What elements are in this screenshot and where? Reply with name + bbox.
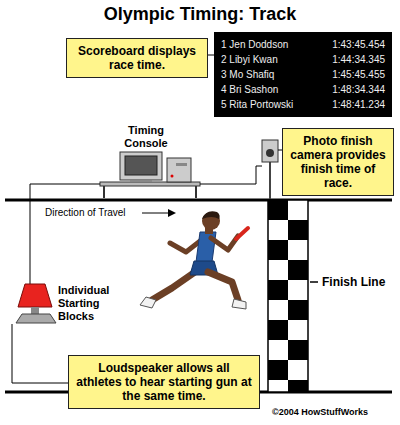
loudspeaker <box>18 284 52 307</box>
scoreboard-entry: 1:43:45.454 <box>332 37 385 52</box>
callout-box: Loudspeaker allows all athletes to hear … <box>68 355 260 409</box>
scoreboard-entry: 3 Mo Shafiq <box>221 67 293 82</box>
photo-finish-camera <box>262 140 278 199</box>
callout-text: Photo finish camera provides finish time… <box>289 134 387 190</box>
part-label: Individual Starting Blocks <box>58 284 132 323</box>
part-label: Finish Line <box>322 275 385 289</box>
leader-line <box>310 281 318 283</box>
track-line <box>5 199 392 202</box>
starting-block <box>16 307 56 323</box>
callout-box: Photo finish camera provides finish time… <box>282 128 394 196</box>
timing-console <box>100 152 200 198</box>
scoreboard-entry: 1:48:34.344 <box>332 82 385 97</box>
leader-line <box>12 324 68 383</box>
callout-box: Scoreboard displays race time. <box>66 38 208 78</box>
scoreboard-display: 1 Jen Doddson 1:43:45.454 2 Libyi Kwan 1:44… <box>214 32 392 117</box>
wire <box>30 184 100 284</box>
callout-text: Scoreboard displays race time. <box>73 44 201 72</box>
label-text: ©2004 HowStuffWorks <box>272 407 368 417</box>
finish-line-band <box>268 200 308 392</box>
wire <box>200 166 262 184</box>
label-text: Timing Console <box>124 124 167 149</box>
part-label: Timing Console <box>110 124 182 150</box>
direction-arrow <box>168 209 176 217</box>
title-text: Olympic Timing: Track <box>104 4 297 24</box>
diagram-title: Olympic Timing: Track <box>0 3 400 25</box>
direction-arrow <box>142 213 170 214</box>
callout-text: Loudspeaker allows all athletes to hear … <box>75 361 253 403</box>
scoreboard-entry: 1:44:34.345 <box>332 52 385 67</box>
scoreboard-entry: 4 Bri Sashon <box>221 82 293 97</box>
label-text: Direction of Travel <box>45 207 126 218</box>
copyright-note: ©2004 HowStuffWorks <box>272 407 368 418</box>
scoreboard-entry: 1:45:45.455 <box>332 67 385 82</box>
runner-figure <box>140 211 248 309</box>
scoreboard-entry: 2 Libyi Kwan <box>221 52 293 67</box>
scoreboard-entry: 5 Rita Portowski <box>221 97 293 112</box>
direction-label: Direction of Travel <box>45 207 126 219</box>
label-text: Finish Line <box>322 275 385 289</box>
scoreboard-entry: 1:48:41.234 <box>332 97 385 112</box>
scoreboard-entry: 1 Jen Doddson <box>221 37 293 52</box>
label-text: Individual Starting Blocks <box>58 284 109 322</box>
